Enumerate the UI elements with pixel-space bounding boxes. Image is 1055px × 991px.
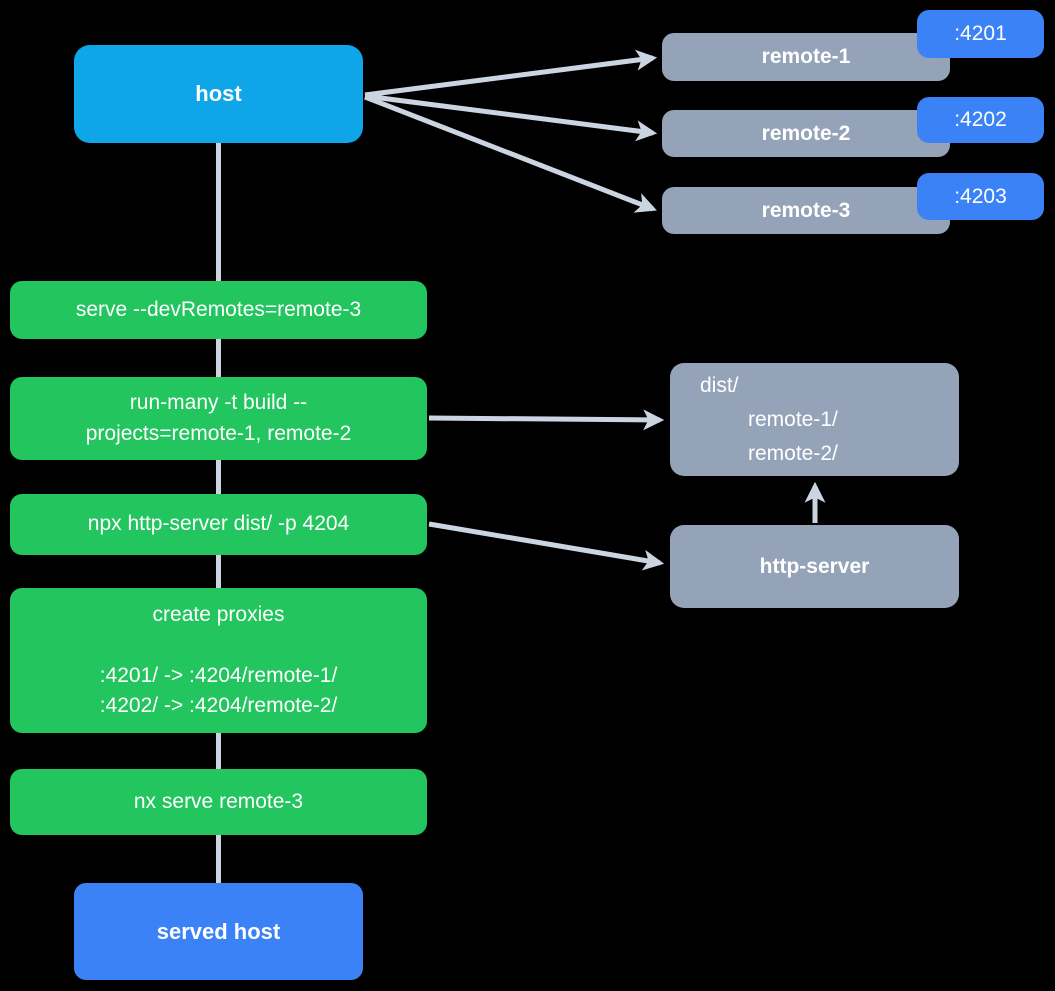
http-server-node: http-server (670, 525, 959, 608)
port-badge-4202: :4202 (917, 97, 1044, 143)
command-create-proxies: create proxies :4201/ -> :4204/remote-1/… (10, 588, 427, 733)
served-host-label: served host (156, 918, 281, 944)
command-run-many-build-label: run-many -t build -- projects=remote-1, … (85, 391, 352, 445)
command-run-many-build: run-many -t build -- projects=remote-1, … (10, 377, 427, 460)
edge-host-to-remote-3 (364, 94, 657, 213)
dist-remote-2-label: remote-2/ (748, 441, 838, 465)
edge-host-to-remote-2 (364, 93, 658, 142)
remote-1-node: remote-1 (662, 33, 950, 81)
port-badge-4201: :4201 (917, 10, 1044, 58)
port-badge-4203: :4203 (917, 173, 1044, 220)
command-npx-http-server: npx http-server dist/ -p 4204 (10, 494, 427, 555)
edge-host-to-remote-1 (364, 49, 658, 98)
command-nx-serve-remote-3: nx serve remote-3 (10, 769, 427, 835)
command-nx-serve-remote-3-label: nx serve remote-3 (133, 789, 304, 813)
edge-runmany-to-dist (428, 409, 665, 431)
port-badge-4202-label: :4202 (954, 108, 1007, 131)
host-label: host (195, 81, 242, 106)
http-server-label: http-server (759, 554, 870, 578)
dist-root-label: dist/ (700, 373, 739, 397)
port-badge-4201-label: :4201 (954, 22, 1007, 45)
host-node: host (74, 45, 363, 143)
port-badge-4203-label: :4203 (954, 184, 1007, 208)
remote-1-label: remote-1 (761, 45, 851, 68)
remote-3-label: remote-3 (761, 198, 851, 222)
command-serve-devremotes: serve --devRemotes=remote-3 (10, 281, 427, 339)
dist-folder-node: dist/ remote-1/ remote-2/ (670, 363, 959, 476)
command-create-proxies-label: create proxies :4201/ -> :4204/remote-1/… (99, 602, 338, 717)
remote-3-node: remote-3 (662, 187, 950, 234)
command-serve-devremotes-label: serve --devRemotes=remote-3 (75, 297, 362, 321)
command-npx-http-server-label: npx http-server dist/ -p 4204 (87, 512, 350, 536)
served-host-node: served host (74, 883, 363, 980)
remote-2-node: remote-2 (662, 110, 950, 157)
dist-remote-1-label: remote-1/ (748, 407, 838, 431)
edge-npx-to-httpserver (428, 521, 665, 571)
remote-2-label: remote-2 (761, 121, 851, 145)
